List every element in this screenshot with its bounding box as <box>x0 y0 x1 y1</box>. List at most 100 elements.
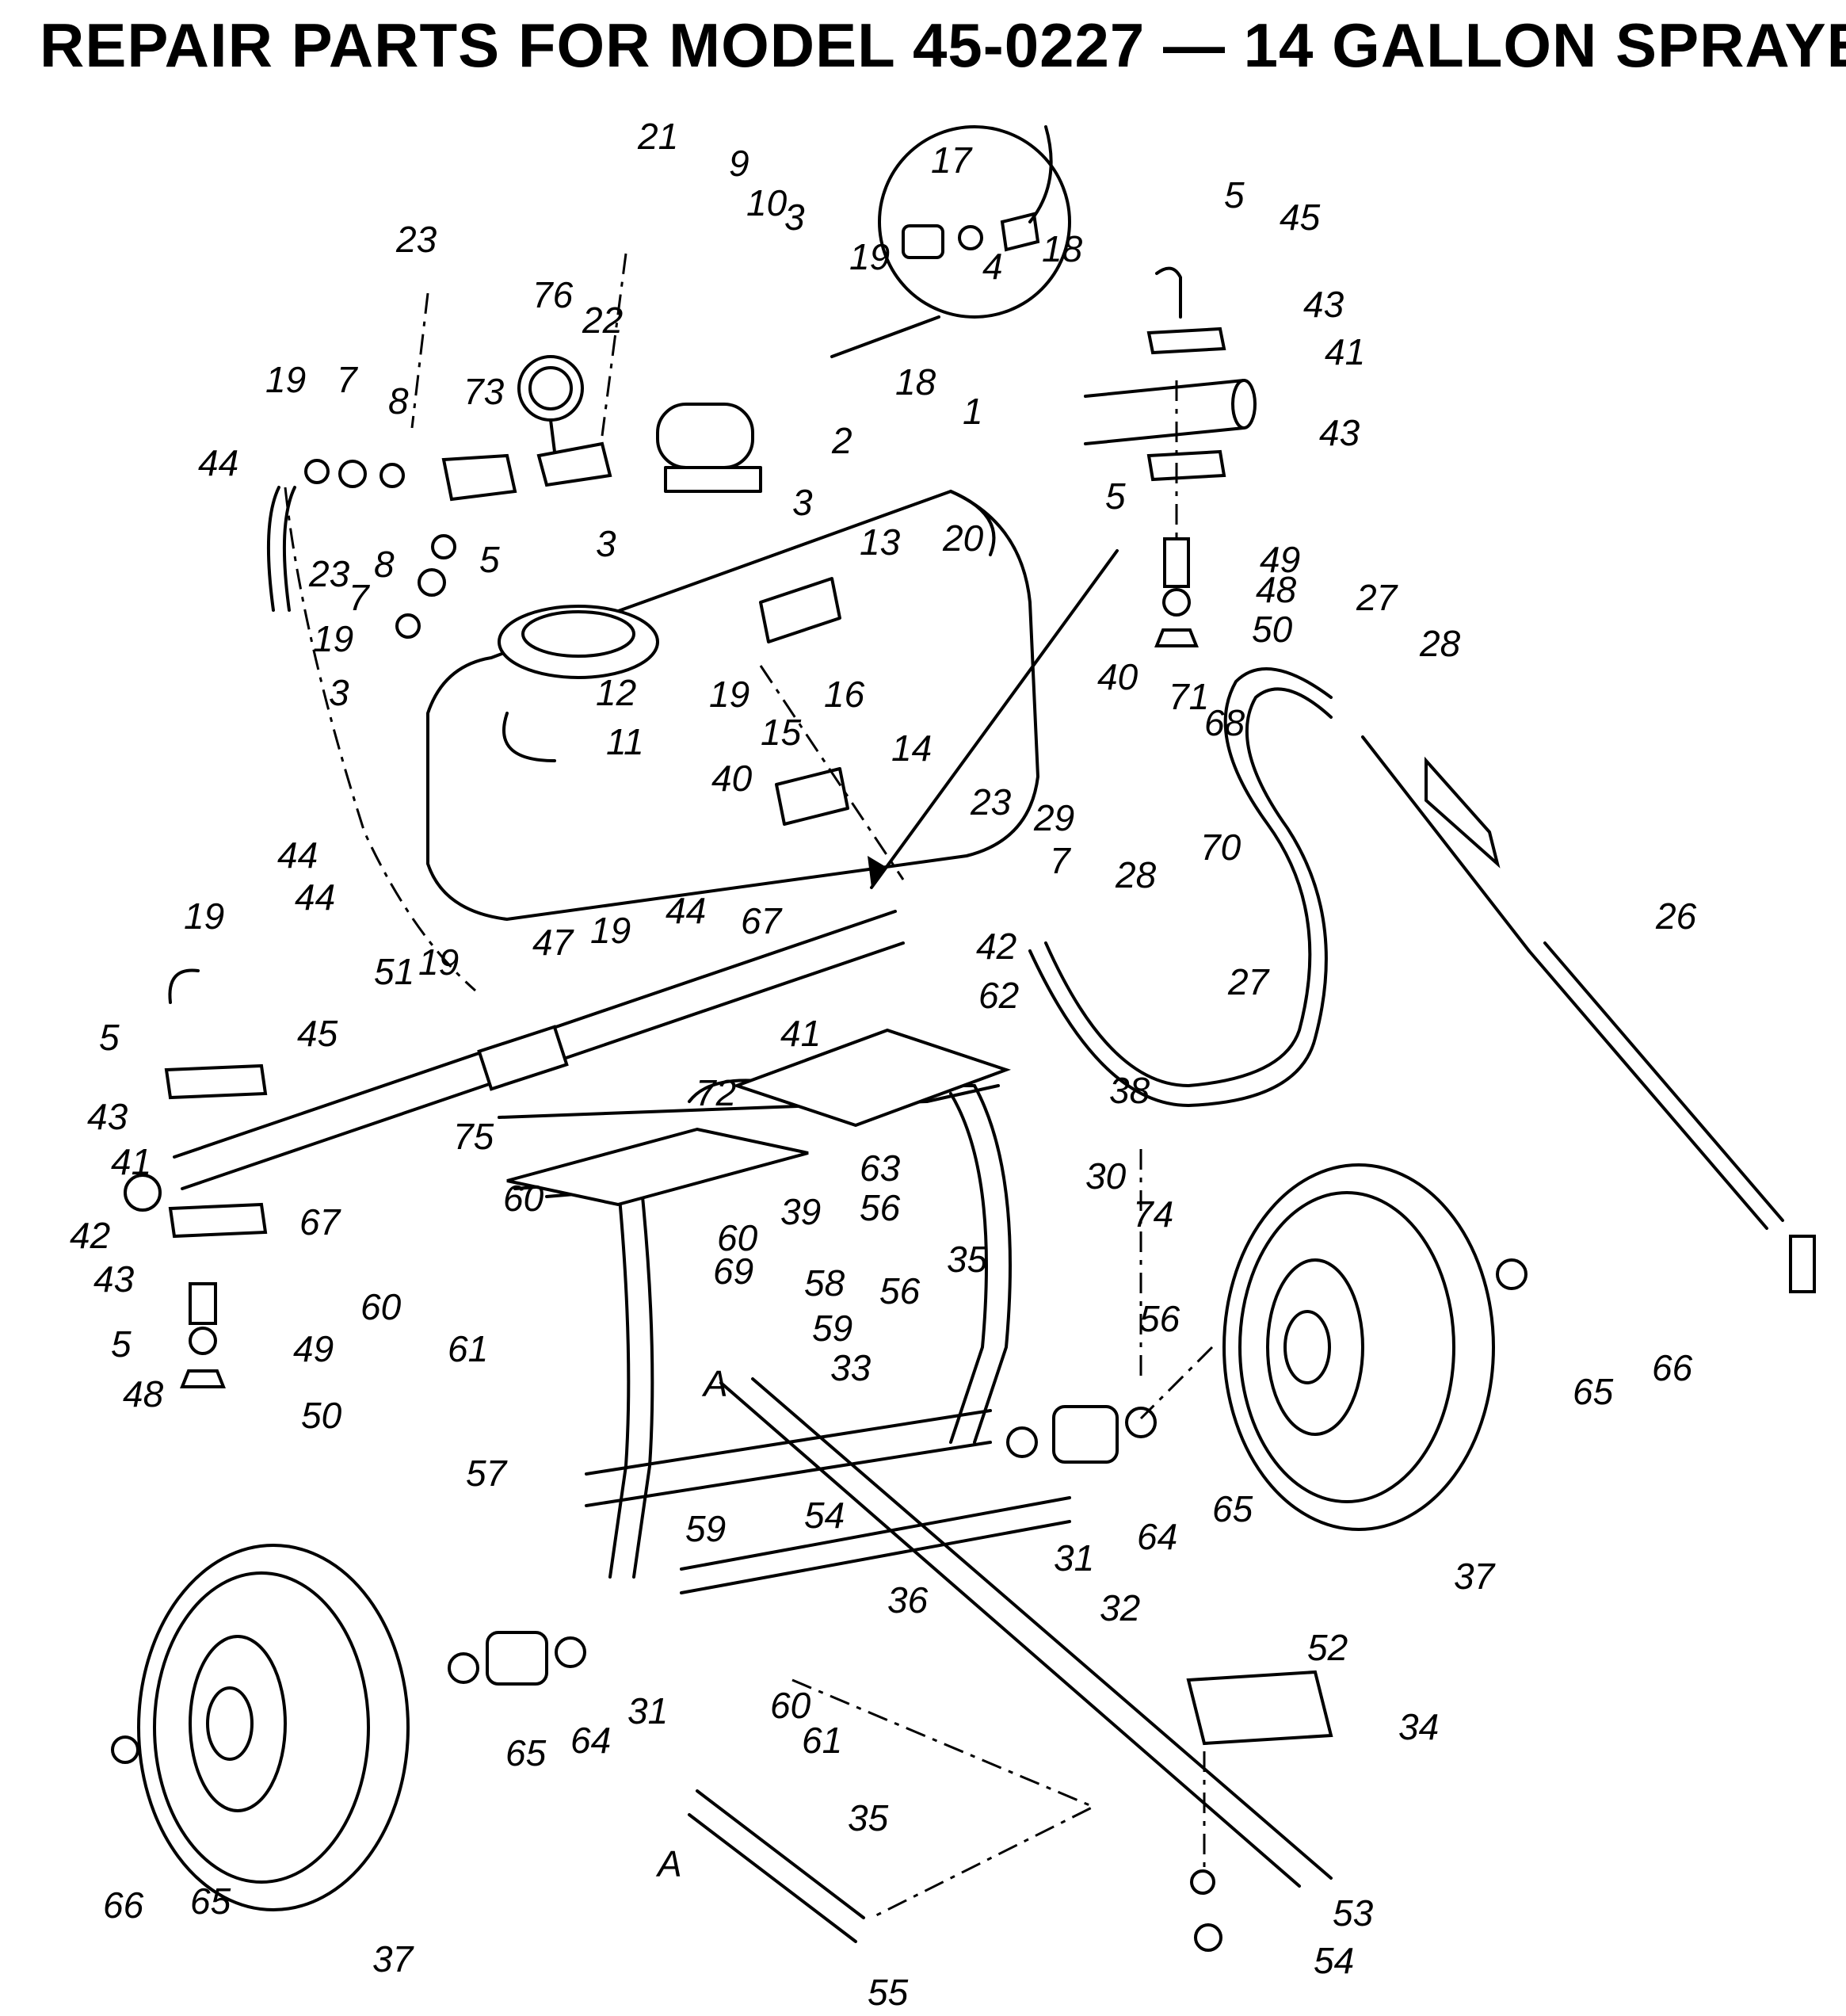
part-callout: 19 <box>849 236 890 277</box>
part-callout: 37 <box>1454 1556 1496 1597</box>
part-callout: 66 <box>1652 1347 1693 1388</box>
right-boom-assembly <box>1084 266 1257 647</box>
part-callout: 5 <box>99 1017 120 1058</box>
part-callout: 72 <box>696 1072 736 1113</box>
part-callout: 13 <box>860 521 901 563</box>
part-callout: 41 <box>111 1141 151 1182</box>
right-wheel <box>1222 1163 1495 1531</box>
part-callout: 64 <box>570 1720 611 1761</box>
part-callout: 5 <box>111 1323 132 1365</box>
part-callout: 41 <box>780 1013 821 1054</box>
hitch-brace <box>688 1789 1222 1952</box>
part-callout: 75 <box>453 1116 494 1157</box>
part-callout: 17 <box>931 139 973 181</box>
part-callout: 65 <box>190 1880 231 1922</box>
part-callout: 8 <box>374 544 395 585</box>
frame <box>498 1028 1333 1888</box>
part-callout: 44 <box>277 834 318 876</box>
part-callout: 23 <box>970 781 1012 823</box>
part-callout: 43 <box>93 1258 135 1300</box>
part-callout: 60 <box>360 1286 402 1327</box>
part-callout: 3 <box>784 197 805 238</box>
part-callout: 33 <box>830 1347 872 1388</box>
part-callout: 45 <box>297 1013 338 1054</box>
part-callout: 48 <box>123 1373 164 1415</box>
left-wheel <box>137 1544 410 1911</box>
part-callout: 5 <box>1224 174 1245 216</box>
part-callout: 31 <box>1054 1537 1094 1579</box>
part-callout: 57 <box>466 1453 508 1494</box>
part-callout: 19 <box>313 618 353 659</box>
part-callout: 30 <box>1085 1155 1127 1197</box>
part-callout: 58 <box>804 1262 845 1304</box>
part-callout: 40 <box>711 758 753 799</box>
part-callout: 20 <box>942 517 984 559</box>
part-callout: 43 <box>1303 284 1344 325</box>
pointer-arrow <box>868 549 1119 889</box>
part-callout: 51 <box>374 951 414 992</box>
part-callout: 70 <box>1200 827 1241 868</box>
part-callout: 47 <box>532 922 574 963</box>
part-callout: 71 <box>1169 676 1209 717</box>
part-callout: 4 <box>982 246 1003 287</box>
part-callout: 5 <box>479 539 500 580</box>
part-callout: 38 <box>1109 1070 1150 1111</box>
part-callout: 28 <box>1115 854 1157 895</box>
part-callout: 60 <box>717 1217 758 1258</box>
part-callout: 53 <box>1333 1892 1374 1934</box>
part-callout: 56 <box>1139 1298 1180 1339</box>
hose-and-wand <box>1028 667 1816 1293</box>
part-callout: 42 <box>70 1215 110 1256</box>
part-callout: 5 <box>1105 475 1126 517</box>
part-callout: 55 <box>868 1972 909 2013</box>
part-callout: 50 <box>301 1395 342 1436</box>
part-callout: 56 <box>879 1270 921 1312</box>
part-callout: 23 <box>395 219 437 260</box>
guide-lines <box>284 253 1214 1919</box>
part-callout: 8 <box>388 380 409 422</box>
part-callout: 54 <box>804 1495 845 1536</box>
axle-parts <box>111 1258 1528 1764</box>
part-callout: 42 <box>976 926 1016 967</box>
part-callout: 68 <box>1204 702 1245 743</box>
part-callout: 9 <box>729 143 749 184</box>
part-callout: 61 <box>802 1720 842 1761</box>
part-callout: 22 <box>582 300 623 341</box>
part-callout: 19 <box>265 359 306 400</box>
part-callout: 49 <box>1260 539 1300 580</box>
part-callout: 31 <box>627 1690 668 1732</box>
part-callout: 7 <box>337 359 358 400</box>
part-callout: 23 <box>308 553 350 594</box>
part-callout: 65 <box>1212 1488 1253 1529</box>
part-callout: 3 <box>329 672 349 713</box>
part-callout: 1 <box>963 391 983 432</box>
part-callout: 74 <box>1133 1193 1173 1235</box>
part-callout: 3 <box>792 482 813 523</box>
part-callout: 29 <box>1033 797 1074 838</box>
part-callout: 12 <box>596 672 636 713</box>
part-callout: 35 <box>947 1239 988 1280</box>
part-callout: 7 <box>349 577 370 618</box>
part-callout: 61 <box>448 1328 488 1369</box>
part-callout: 50 <box>1252 609 1293 650</box>
part-callout: 21 <box>637 116 678 157</box>
part-callout: 37 <box>372 1938 414 1980</box>
part-callout: 40 <box>1097 656 1138 697</box>
part-callout: 41 <box>1325 331 1365 372</box>
part-callout: 27 <box>1227 961 1270 1002</box>
part-callout: 60 <box>503 1178 544 1219</box>
part-callout: 52 <box>1307 1627 1348 1668</box>
part-callout: 44 <box>295 876 335 918</box>
part-callout: 64 <box>1137 1516 1177 1557</box>
part-callout: 28 <box>1419 623 1461 664</box>
part-callout: 19 <box>184 895 224 937</box>
part-callout: 15 <box>761 712 802 753</box>
part-callout: 19 <box>590 910 631 951</box>
part-callout: 73 <box>463 371 505 412</box>
part-callout: 56 <box>860 1187 901 1228</box>
part-callout: 39 <box>780 1191 821 1232</box>
part-callout: 48 <box>1256 569 1297 610</box>
part-callout: 10 <box>746 182 788 223</box>
part-callout: 65 <box>1573 1371 1614 1412</box>
